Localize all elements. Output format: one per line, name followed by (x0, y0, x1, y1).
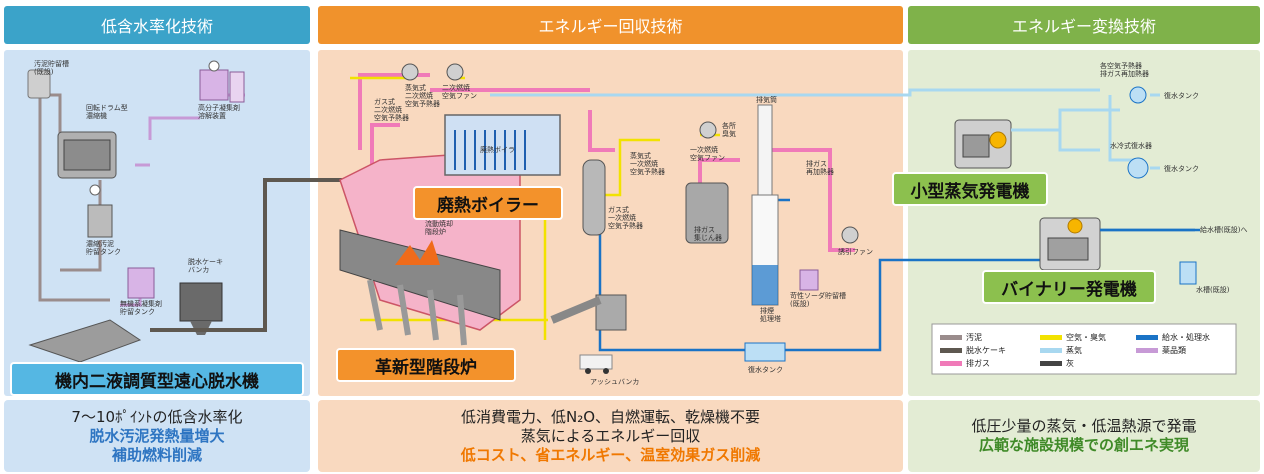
legend-item: 空気・臭気 (1040, 332, 1106, 343)
label-cond2: 復水タンク (1164, 165, 1199, 173)
label-fan-ind: 誘引ファン (838, 248, 873, 256)
legend-item: 脱水ケーキ (940, 345, 1006, 356)
label-steam-pre2: 蒸気式 二次燃焼 空気予熱器 (405, 84, 440, 108)
label-water-cond: 水冷式復水器 (1110, 142, 1152, 150)
label-deodor: 各所 臭気 (722, 122, 736, 138)
tag-centrifuge: 機内二液調質型遠心脱水機 (10, 362, 304, 396)
label-water-tank: 水槽(既設) (1196, 286, 1230, 294)
label-cond-tank: 復水タンク (748, 366, 783, 374)
footer-left-line3: 補助燃料削減 (111, 445, 202, 464)
footer-energy-conversion: 低圧少量の蒸気・低温熱源で発電 広範な施設規模での創エネ実現 (908, 400, 1260, 472)
legend-swatch (1136, 335, 1158, 340)
label-steam-pre1: 蒸気式 一次燃焼 空気予熱器 (630, 152, 665, 176)
label-fan2: 二次燃焼 空気ファン (442, 84, 477, 100)
label-chimney: 排気筒 (756, 96, 777, 104)
legend-item: 汚泥 (940, 332, 982, 343)
label-cake-bunker: 脱水ケーキ バンカ (188, 258, 223, 274)
label-polymer: 高分子凝集剤 溶解装置 (198, 104, 240, 120)
footer-energy-recovery: 低消費電力、低N₂O、自燃運転、乾燥機不要 蒸気によるエネルギー回収 低コスト、… (318, 400, 903, 472)
label-reheater: 排ガス 再加熱器 (806, 160, 834, 176)
label-soda: 苛性ソーダ貯留槽 (既設) (790, 292, 846, 308)
legend-item: 蒸気 (1040, 345, 1082, 356)
label-furnace-in: 流動焼却 階段炉 (425, 220, 453, 236)
legend-swatch (940, 361, 962, 366)
label-gas-pre1: ガス式 一次燃焼 空気予熱器 (608, 206, 643, 230)
label-boiler-in: 廃熱ボイラ (480, 146, 515, 154)
legend-swatch (1136, 348, 1158, 353)
header-low-moisture: 低含水率化技術 (4, 6, 310, 44)
legend-swatch (940, 335, 962, 340)
footer-middle-line3: 低コスト、省エネルギー、温室効果ガス削減 (460, 445, 761, 464)
legend: 汚泥 空気・臭気 給水・処理水 脱水ケーキ 蒸気 薬品類 排ガス 灰 (940, 330, 1232, 370)
legend-item: 薬品類 (1136, 345, 1186, 356)
legend-swatch (940, 348, 962, 353)
tag-steam-generator: 小型蒸気発電機 (892, 172, 1048, 206)
footer-right-line1: 低圧少量の蒸気・低温熱源で発電 (971, 417, 1197, 435)
legend-swatch (1040, 348, 1062, 353)
label-fan1: 一次燃焼 空気ファン (690, 146, 725, 162)
label-sludge-tank: 汚泥貯留槽 (既設) (34, 60, 69, 76)
label-inorganic: 無機系凝集剤 貯留タンク (120, 300, 162, 316)
footer-middle-line1: 低消費電力、低N₂O、自燃運転、乾燥機不要 (460, 407, 761, 426)
label-cond1: 復水タンク (1164, 92, 1199, 100)
header-energy-conversion: エネルギー変換技術 (908, 6, 1260, 44)
label-air-pre-r: 各空気予熱器 排ガス再加熱器 (1100, 62, 1149, 78)
legend-swatch (1040, 361, 1062, 366)
footer-left-line1: 7～10ﾎﾟｲﾝﾄの低含水率化 (71, 407, 243, 426)
legend-item: 給水・処理水 (1136, 332, 1210, 343)
label-scrubber: 排煙 処理塔 (760, 307, 781, 323)
tag-waste-heat-boiler: 廃熱ボイラー (413, 186, 563, 220)
header-energy-recovery: エネルギー回収技術 (318, 6, 903, 44)
footer-low-moisture: 7～10ﾎﾟｲﾝﾄの低含水率化 脱水汚泥発熱量増大 補助燃料削減 (4, 400, 310, 472)
label-gas-preheater: ガス式 二次燃焼 空気予熱器 (374, 98, 409, 122)
footer-left-line2: 脱水汚泥発熱量増大 (89, 426, 225, 445)
label-feedwater: 給水槽(既設)へ (1200, 226, 1248, 234)
footer-right-line2: 広範な施設規模での創エネ実現 (978, 436, 1189, 454)
label-thick-tank: 濃縮汚泥 貯留タンク (86, 240, 121, 256)
legend-item: 排ガス (940, 358, 990, 369)
tag-stair-furnace: 革新型階段炉 (336, 348, 516, 382)
legend-swatch (1040, 335, 1062, 340)
label-dust: 排ガス 集じん器 (694, 226, 722, 242)
label-drum: 回転ドラム型 濃縮機 (86, 104, 128, 120)
footer-middle-line2: 蒸気によるエネルギー回収 (520, 426, 701, 445)
label-ash: アッシュバンカ (590, 378, 640, 386)
tag-binary-generator: バイナリー発電機 (982, 270, 1156, 304)
legend-item: 灰 (1040, 358, 1074, 369)
